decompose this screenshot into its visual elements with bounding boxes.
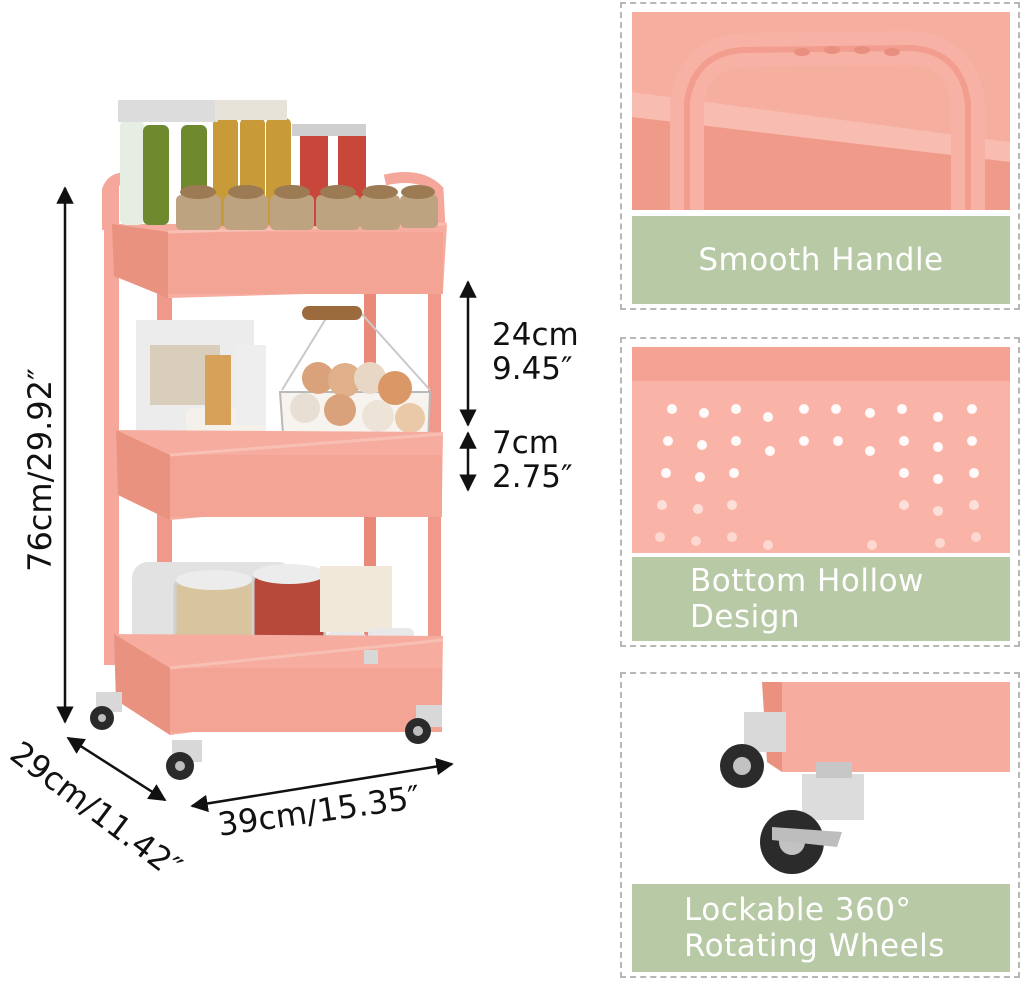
hole-row-5 [655, 532, 981, 550]
handle-icon [632, 12, 1010, 210]
depth-arrow [66, 736, 167, 802]
hole-row-1 [667, 404, 977, 422]
caption-line: Smooth Handle [698, 242, 944, 278]
tier-depth-in: 2.75″ [492, 459, 573, 495]
tier-gap-cm: 24cm [492, 317, 579, 353]
feature-panel-wheels: Lockable 360° Rotating Wheels [620, 672, 1020, 978]
feature-caption-handle: Smooth Handle [632, 216, 1010, 304]
feature-panel-handle: Smooth Handle [620, 2, 1020, 310]
dimension-arrows [56, 186, 477, 813]
hole-row-4 [657, 500, 979, 516]
hole-row-2 [663, 436, 977, 456]
hole-row-3 [661, 468, 979, 484]
tier-gap-in: 9.45″ [492, 351, 573, 387]
width-arrow [190, 757, 454, 813]
spice-jars [176, 185, 438, 230]
wheels [90, 650, 442, 780]
tier-gap-label: 24cm 9.45″ [492, 318, 579, 386]
tier-depth-cm: 7cm [492, 425, 559, 461]
caption-line: Lockable 360° [684, 892, 912, 928]
feature-panel-hollow: Bottom Hollow Design [620, 337, 1020, 647]
wheel-icon [632, 682, 1010, 882]
hollow-pattern-icon [632, 347, 1010, 553]
feature-caption-hollow: Bottom Hollow Design [632, 557, 1010, 641]
tier-depth-label: 7cm 2.75″ [492, 426, 573, 494]
caption-line: Bottom Hollow [690, 563, 924, 599]
height-label: 76cm/29.92″ [21, 368, 59, 572]
feature-caption-wheels: Lockable 360° Rotating Wheels [632, 884, 1010, 972]
caption-line: Design [690, 599, 801, 635]
caption-line: Rotating Wheels [684, 928, 945, 964]
cart [90, 100, 448, 780]
